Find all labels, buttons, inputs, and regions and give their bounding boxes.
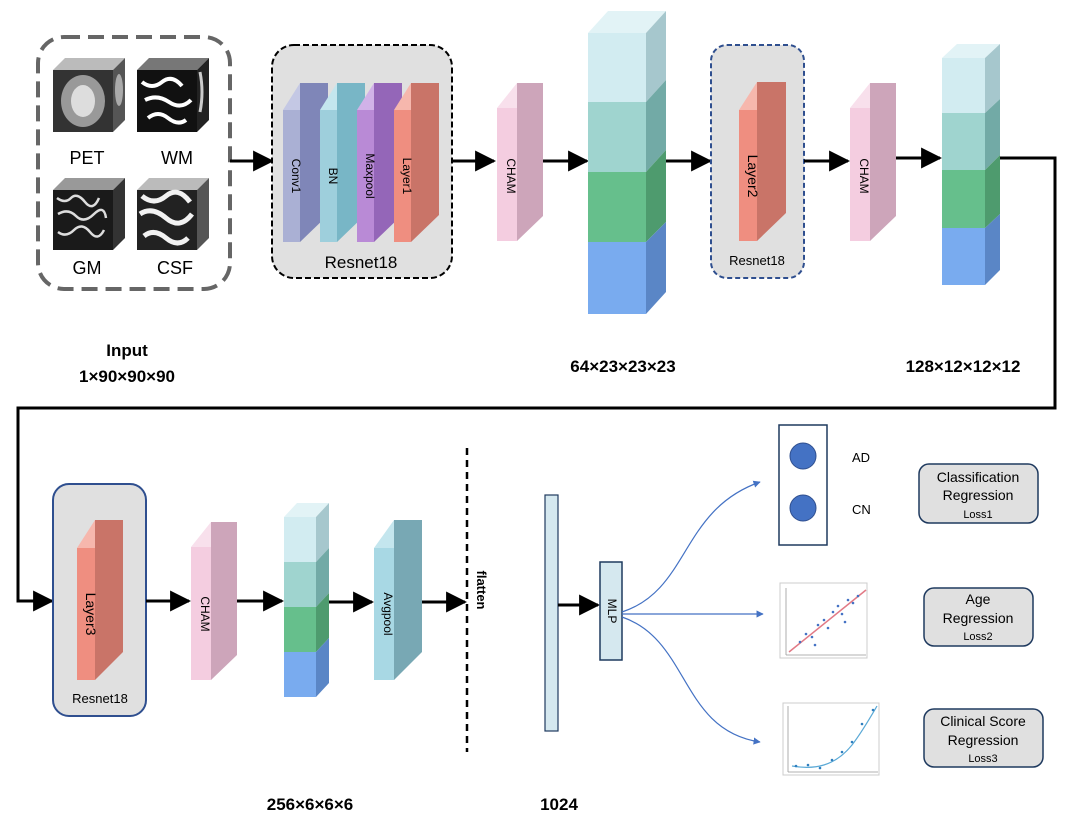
wm-cube-image bbox=[137, 58, 209, 132]
mlp-label: MLP bbox=[605, 599, 619, 624]
svg-text:Maxpool: Maxpool bbox=[363, 153, 377, 198]
svg-text:Conv1: Conv1 bbox=[289, 159, 303, 194]
arrow-mlp-to-clinical bbox=[621, 616, 761, 745]
cham-module-1: CHAM bbox=[497, 83, 543, 241]
clinical-score-plot bbox=[782, 702, 880, 776]
cham-module-2: CHAM bbox=[850, 83, 896, 241]
classification-loss-box: Classification Regression Loss1 bbox=[918, 463, 1039, 524]
resnet-block-2: Layer2 Resnet18 bbox=[710, 44, 805, 279]
svg-text:Age: Age bbox=[966, 591, 991, 607]
cham-module-3: CHAM bbox=[191, 522, 237, 680]
resnet-block-3: Layer3 Resnet18 bbox=[52, 483, 147, 717]
svg-text:Regression: Regression bbox=[948, 732, 1019, 748]
class-ad-label: AD bbox=[852, 450, 870, 465]
flatten-vector-1024 bbox=[544, 494, 559, 732]
svg-text:Regression: Regression bbox=[943, 610, 1014, 626]
feature-stack-256: 256×6×6×6 bbox=[267, 503, 354, 814]
age-loss-box: Age Regression Loss2 bbox=[923, 587, 1034, 647]
label-wm: WM bbox=[161, 148, 193, 168]
layer3-label: Layer3 bbox=[83, 593, 99, 636]
dim-label-128: 128×12×12×12 bbox=[906, 357, 1021, 376]
feature-stack-128: 128×12×12×12 bbox=[906, 44, 1021, 376]
svg-text:CHAM: CHAM bbox=[198, 596, 212, 631]
ad-node bbox=[789, 442, 817, 470]
csf-cube-image bbox=[137, 178, 209, 250]
svg-text:Regression: Regression bbox=[943, 487, 1014, 503]
class-cn-label: CN bbox=[852, 502, 871, 517]
pet-cube-image bbox=[53, 58, 125, 132]
input-size: 1×90×90×90 bbox=[79, 367, 175, 386]
label-gm: GM bbox=[73, 258, 102, 278]
cn-node bbox=[789, 494, 817, 522]
gm-cube-image bbox=[53, 178, 125, 250]
resnet-block-1: Conv1 BN Maxpool Layer1 Resnet18 bbox=[271, 44, 453, 279]
input-group: PET WM GM CSF Input 1×90×90×90 bbox=[36, 35, 232, 386]
layer1-block: Layer1 bbox=[394, 83, 439, 242]
flatten-label: flatten bbox=[474, 571, 489, 610]
resnet-block-2-caption: Resnet18 bbox=[729, 253, 785, 268]
dim-label-256: 256×6×6×6 bbox=[267, 795, 354, 814]
label-csf: CSF bbox=[157, 258, 193, 278]
svg-text:CHAM: CHAM bbox=[857, 158, 871, 193]
input-caption: Input bbox=[106, 341, 148, 360]
svg-text:Loss2: Loss2 bbox=[963, 631, 992, 643]
svg-text:Clinical Score: Clinical Score bbox=[940, 713, 1026, 729]
classification-output: AD CN bbox=[778, 424, 871, 546]
dim-label-64: 64×23×23×23 bbox=[570, 357, 675, 376]
arrow-mlp-to-classification bbox=[621, 480, 761, 613]
svg-text:Loss3: Loss3 bbox=[968, 753, 997, 765]
clinical-loss-box: Clinical Score Regression Loss3 bbox=[923, 708, 1044, 768]
svg-text:Avgpool: Avgpool bbox=[381, 592, 395, 635]
svg-text:CHAM: CHAM bbox=[504, 158, 518, 193]
age-regression-plot bbox=[779, 582, 868, 659]
svg-text:Loss1: Loss1 bbox=[963, 509, 992, 521]
label-pet: PET bbox=[69, 148, 104, 168]
dim-label-1024: 1024 bbox=[540, 795, 578, 814]
svg-text:Classification: Classification bbox=[937, 469, 1019, 485]
feature-stack-64: 64×23×23×23 bbox=[570, 11, 676, 376]
avgpool-layer: Avgpool bbox=[374, 520, 422, 680]
row-connector bbox=[16, 156, 1057, 612]
resnet-block-3-caption: Resnet18 bbox=[72, 691, 128, 706]
layer2-label: Layer2 bbox=[745, 155, 761, 198]
resnet-block-1-caption: Resnet18 bbox=[325, 253, 398, 272]
mlp-block bbox=[599, 561, 623, 661]
svg-text:BN: BN bbox=[326, 168, 340, 185]
svg-text:Layer1: Layer1 bbox=[400, 158, 414, 195]
